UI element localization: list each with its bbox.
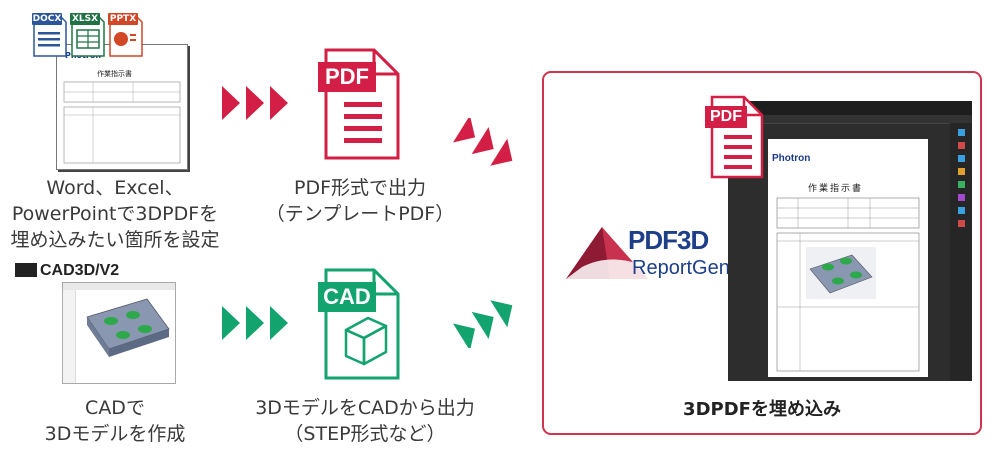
cad-app-name: CAD3D/V2 — [40, 262, 120, 279]
cad-export-caption-line-1: 3DモデルをCADから出力 — [255, 397, 475, 419]
pdf-caption-line-2: （テンプレートPDF） — [265, 203, 455, 225]
cad-app-screenshot — [62, 282, 176, 384]
pptx-badge: PPTX — [108, 13, 138, 25]
result-pdf-badge: PDF — [705, 106, 747, 128]
word-document-preview: Photron 作業指示書 — [56, 44, 188, 170]
xlsx-badge: XLSX — [70, 13, 100, 25]
cad-caption: CADで 3Dモデルを作成 — [30, 395, 200, 447]
cad-app-title: CAD3D/V2 — [15, 262, 119, 280]
green-diagonal-arrow-icon — [452, 300, 513, 348]
cad-export-caption-line-2: （STEP形式など） — [284, 423, 446, 445]
pdf-badge: PDF — [318, 62, 376, 92]
result-document-logo: Photron — [772, 153, 811, 164]
cad-model-preview — [86, 298, 170, 357]
brand-reportgen: ReportGen — [632, 257, 730, 279]
cad-logo-icon — [15, 263, 37, 277]
docx-badge: DOCX — [32, 13, 62, 25]
document-table-lines — [63, 81, 181, 164]
cad-export-caption: 3DモデルをCADから出力 （STEP形式など） — [245, 395, 485, 447]
document-title: 作業指示書 — [97, 70, 132, 78]
pdf-caption-line-1: PDF形式で出力 — [293, 177, 427, 199]
brand-pdf3d: PDF3D — [628, 225, 709, 255]
cad-badge: CAD — [318, 282, 376, 312]
result-document-table — [776, 197, 920, 372]
red-diagonal-arrow-icon — [452, 118, 513, 166]
result-caption: 3DPDFを埋め込み — [683, 399, 841, 420]
result-document-page: Photron 作業指示書 — [768, 139, 928, 377]
red-arrow-icon — [222, 86, 288, 120]
office-caption-line-3: 埋め込みたい箇所を設定 — [10, 229, 220, 251]
office-caption: Word、Excel、 PowerPointで3DPDFを 埋め込みたい箇所を設… — [0, 175, 230, 253]
cad-caption-line-1: CADで — [85, 397, 145, 419]
pdf-caption: PDF形式で出力 （テンプレートPDF） — [255, 175, 465, 227]
result-frame: PDF3D ReportGen Photron 作業指示書 — [542, 71, 982, 435]
cad-caption-line-2: 3Dモデルを作成 — [44, 423, 186, 445]
viewer-tool-sidebar — [950, 123, 972, 381]
office-caption-line-1: Word、Excel、 — [46, 177, 184, 199]
pdf3d-logo-icon — [566, 227, 648, 279]
pdf-viewer-window: Photron 作業指示書 — [728, 101, 972, 381]
office-documents-illustration: Photron 作業指示書 DOCX XLSX PPTX — [28, 10, 188, 170]
result-document-title: 作業指示書 — [808, 184, 864, 194]
green-arrow-icon — [222, 306, 288, 340]
office-caption-line-2: PowerPointで3DPDFを — [11, 203, 219, 225]
